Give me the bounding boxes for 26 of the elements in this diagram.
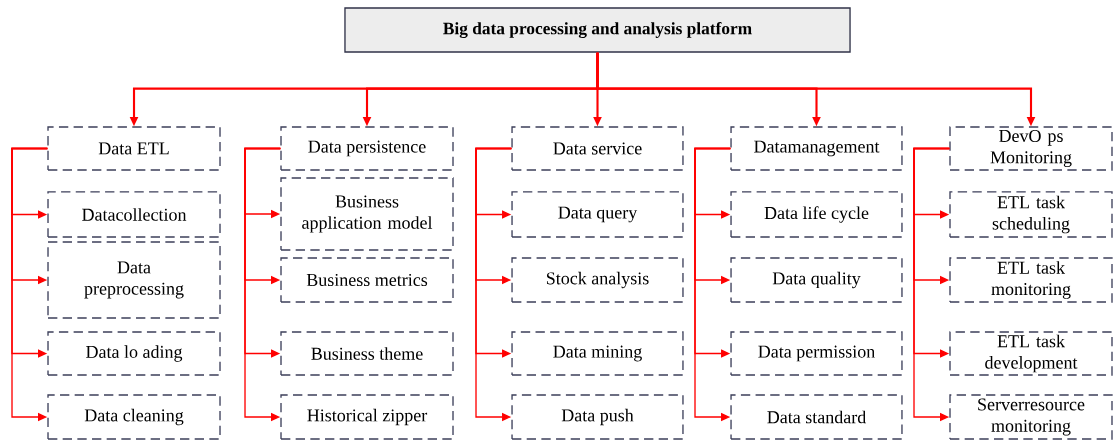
category-box: DevO ps Monitoring xyxy=(949,126,1113,171)
item-box: Business metrics xyxy=(280,257,454,303)
category-box: Data persistence xyxy=(280,126,454,171)
item-box: Data preprocessing xyxy=(47,241,221,319)
item-box: ETL task development xyxy=(949,331,1113,376)
item-box: Business application model xyxy=(280,177,454,251)
item-box: Data query xyxy=(511,191,684,238)
item-box: Serverresource monitoring xyxy=(949,394,1113,440)
item-box: Stock analysis xyxy=(511,257,684,303)
item-box: Data life cycle xyxy=(730,191,903,238)
item-box: Historical zipper xyxy=(280,394,454,440)
item-box: Data quality xyxy=(730,257,903,303)
item-box: ETL task monitoring xyxy=(949,257,1113,303)
item-box: Datacollection xyxy=(47,191,221,238)
item-box: Data lo ading xyxy=(47,331,221,376)
title-box: Big data processing and analysis platform xyxy=(344,7,851,53)
item-box: Data standard xyxy=(730,394,903,440)
category-box: Data service xyxy=(511,126,684,171)
item-box: Data mining xyxy=(511,331,684,376)
category-box: Data ETL xyxy=(47,126,221,171)
item-box: Data push xyxy=(511,394,684,440)
item-box: Data permission xyxy=(730,331,903,376)
item-box: Data cleaning xyxy=(47,394,221,440)
item-box: Business theme xyxy=(280,331,454,376)
item-box: ETL task scheduling xyxy=(949,191,1113,238)
category-box: Datamanagement xyxy=(730,126,903,171)
